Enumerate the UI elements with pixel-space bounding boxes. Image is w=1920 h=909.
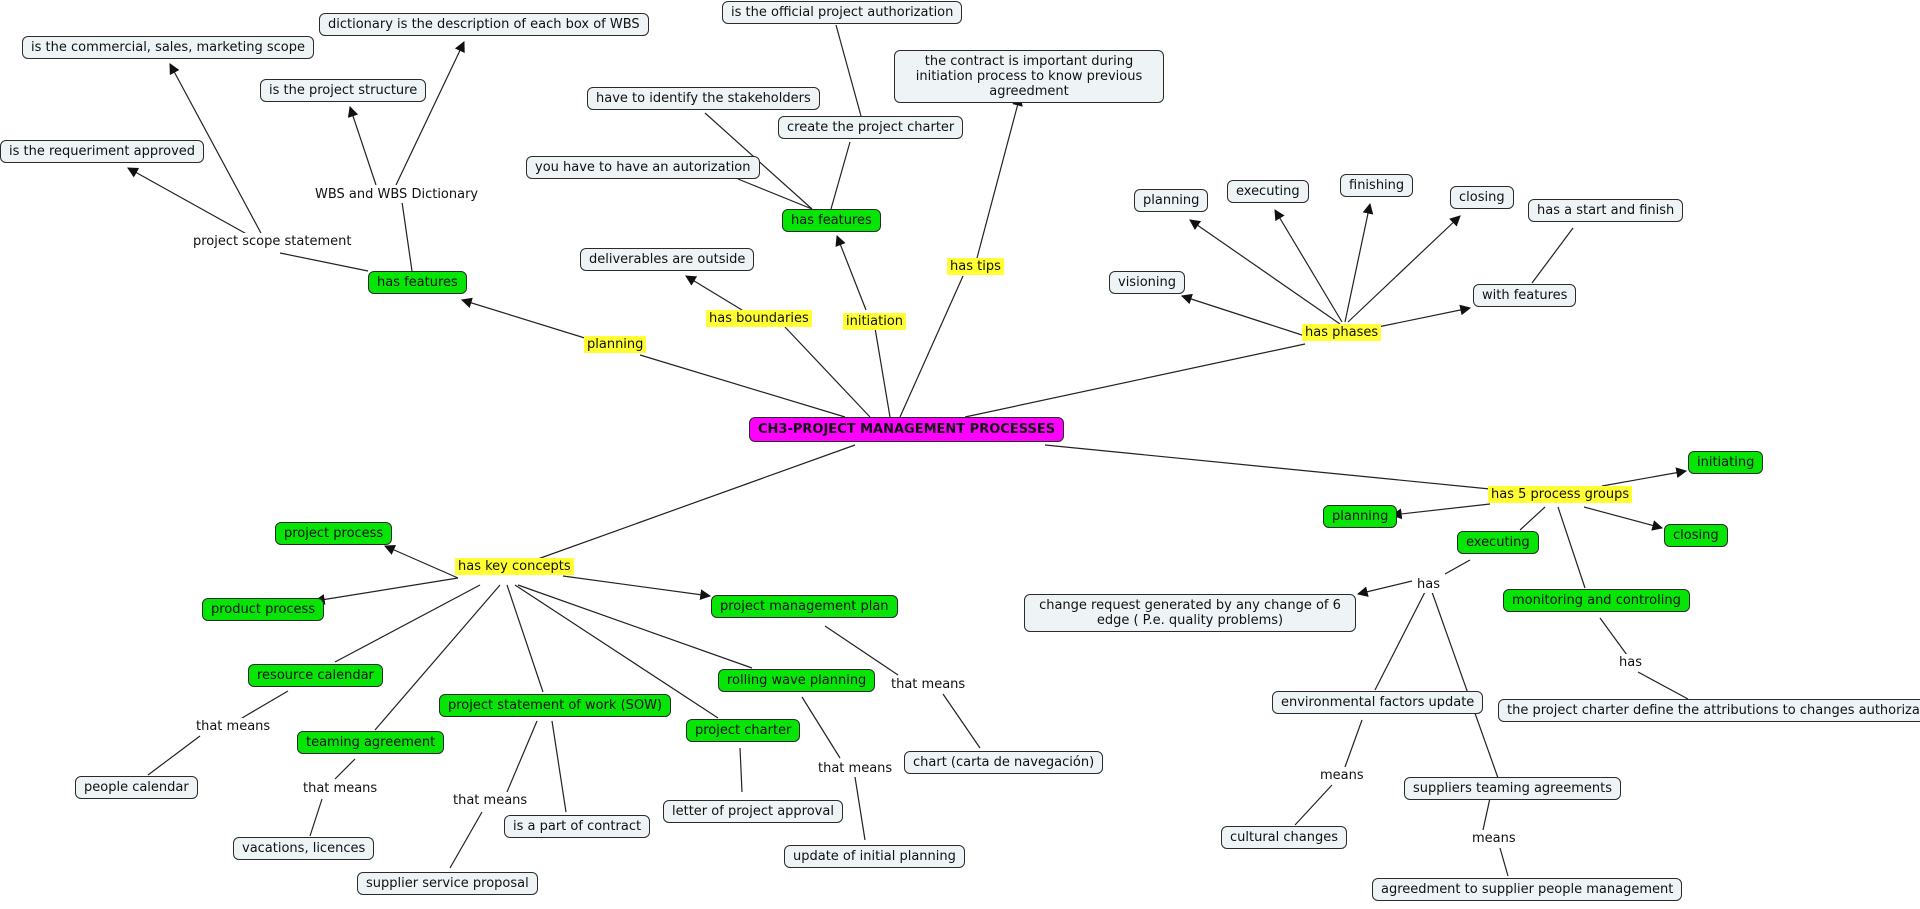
node-start-finish[interactable]: has a start and finish [1528, 199, 1684, 222]
node-phase-closing[interactable]: closing [1450, 186, 1514, 209]
node-supplier-management[interactable]: agreedment to supplier people management [1372, 878, 1683, 901]
link-has-key-concepts: has key concepts [455, 558, 574, 575]
node-environmental-factors[interactable]: environmental factors update [1272, 691, 1484, 714]
node-rolling-wave[interactable]: rolling wave planning [718, 669, 876, 692]
link-rc-that-means: that means [193, 718, 274, 735]
node-create-charter[interactable]: create the project charter [778, 116, 964, 139]
node-official-authorization[interactable]: is the official project authorization [722, 1, 963, 24]
link-initiation: initiation [843, 313, 907, 330]
node-initiation-features[interactable]: has features [782, 209, 881, 232]
link-has-phases: has phases [1302, 324, 1382, 341]
link-has-tips: has tips [947, 258, 1004, 275]
node-phase-executing[interactable]: executing [1227, 180, 1309, 203]
link-suppliers-means: means [1469, 830, 1519, 847]
node-resource-calendar[interactable]: resource calendar [248, 664, 383, 687]
root-concept[interactable]: CH3-PROJECT MANAGEMENT PROCESSES [749, 417, 1065, 442]
node-requirement-approved[interactable]: is the requeriment approved [0, 140, 205, 163]
link-planning: planning [584, 336, 647, 353]
node-phase-finishing[interactable]: finishing [1340, 174, 1414, 197]
node-project-process[interactable]: project process [275, 522, 393, 545]
node-contract-tip[interactable]: the contract is important during initiat… [894, 50, 1164, 103]
node-have-authorization[interactable]: you have to have an autorization [526, 156, 760, 179]
node-letter-approval[interactable]: letter of project approval [663, 800, 843, 823]
node-supplier-proposal[interactable]: supplier service proposal [357, 872, 538, 895]
node-phase-visioning[interactable]: visioning [1109, 271, 1185, 294]
node-pg-closing[interactable]: closing [1664, 524, 1728, 547]
link-sow-that-means: that means [450, 792, 531, 809]
node-deliverables-outside[interactable]: deliverables are outside [580, 248, 755, 271]
node-chart-navegacion[interactable]: chart (carta de navegación) [904, 751, 1104, 774]
node-phase-planning[interactable]: planning [1134, 189, 1209, 212]
node-commercial-scope[interactable]: is the commercial, sales, marketing scop… [22, 36, 314, 59]
node-product-process[interactable]: product process [202, 598, 325, 621]
node-cultural-changes[interactable]: cultural changes [1221, 826, 1348, 849]
node-change-request[interactable]: change request generated by any change o… [1024, 594, 1356, 632]
node-project-structure[interactable]: is the project structure [260, 79, 427, 102]
node-part-of-contract[interactable]: is a part of contract [504, 815, 651, 838]
node-sow[interactable]: project statement of work (SOW) [439, 694, 672, 717]
node-identify-stakeholders[interactable]: have to identify the stakeholders [587, 87, 820, 110]
node-pg-planning[interactable]: planning [1323, 505, 1398, 528]
node-planning-features[interactable]: has features [368, 271, 467, 294]
node-charter-attributions[interactable]: the project charter define the attributi… [1498, 699, 1920, 722]
node-phase-with-features[interactable]: with features [1473, 284, 1577, 307]
node-vacations-licences[interactable]: vacations, licences [233, 837, 375, 860]
node-project-scope-statement[interactable]: project scope statement [190, 233, 355, 250]
link-executing-has: has [1414, 576, 1443, 593]
node-people-calendar[interactable]: people calendar [75, 776, 198, 799]
node-suppliers-teaming[interactable]: suppliers teaming agreements [1404, 777, 1621, 800]
node-pg-executing[interactable]: executing [1457, 531, 1539, 554]
node-pm-plan[interactable]: project management plan [711, 595, 898, 618]
node-wbs-dictionary[interactable]: WBS and WBS Dictionary [312, 186, 482, 203]
link-has-5-process-groups: has 5 process groups [1488, 486, 1633, 503]
link-pm-that-means: that means [888, 676, 969, 693]
link-monitoring-has: has [1616, 654, 1645, 671]
link-ta-that-means: that means [300, 780, 381, 797]
node-pg-initiating[interactable]: initiating [1688, 451, 1764, 474]
node-project-charter[interactable]: project charter [686, 719, 801, 742]
link-rw-that-means: that means [815, 760, 896, 777]
node-update-planning[interactable]: update of initial planning [784, 845, 965, 868]
node-pg-monitoring[interactable]: monitoring and controling [1503, 589, 1690, 612]
node-teaming-agreement[interactable]: teaming agreement [297, 731, 445, 754]
link-env-means: means [1317, 767, 1367, 784]
link-has-boundaries: has boundaries [706, 310, 812, 327]
node-dictionary-description[interactable]: dictionary is the description of each bo… [319, 13, 649, 36]
